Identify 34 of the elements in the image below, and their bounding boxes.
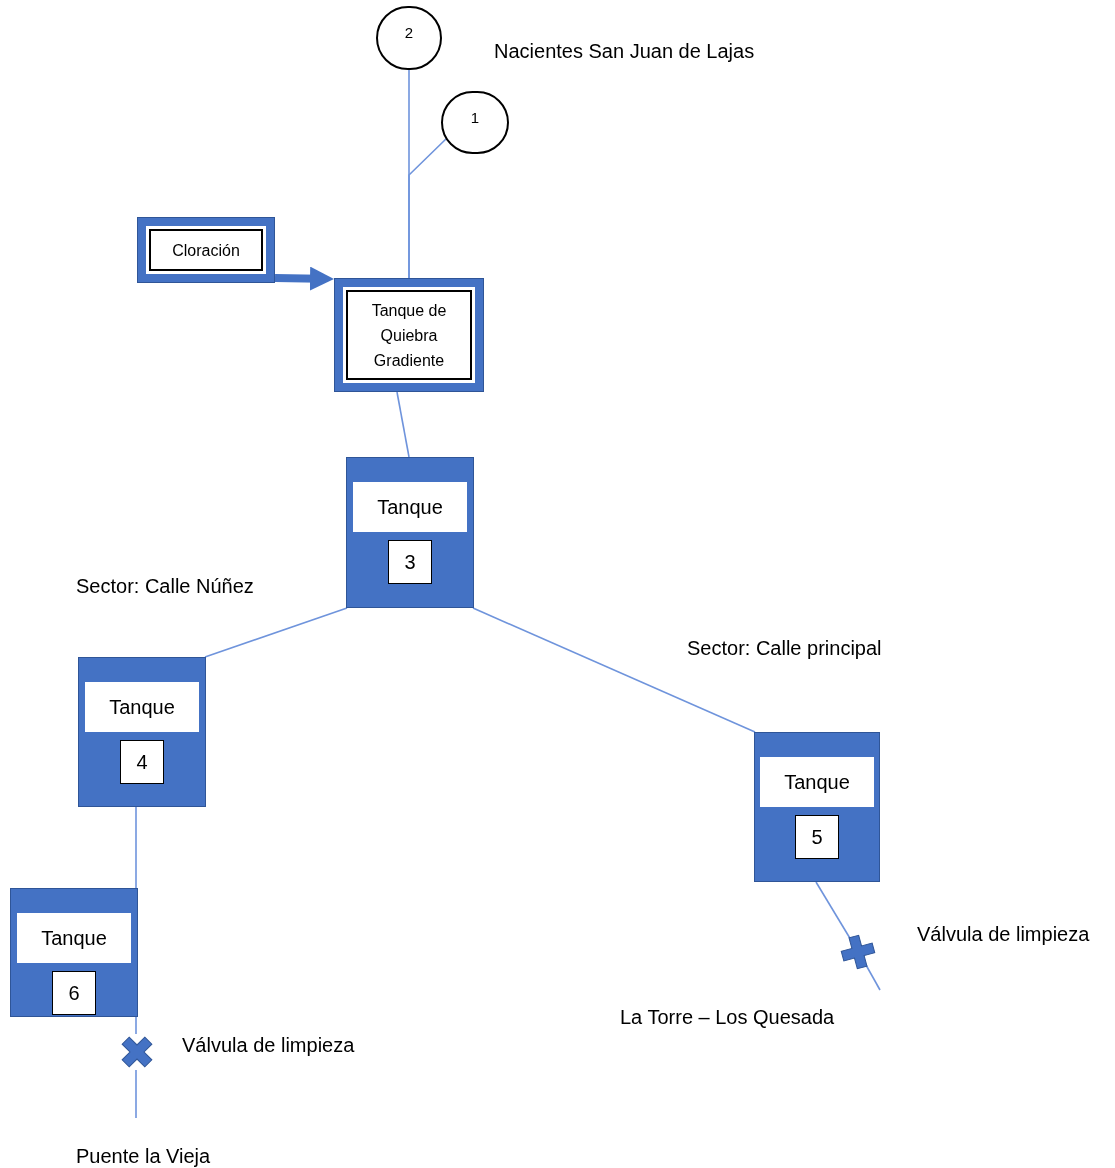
process-box xyxy=(334,278,484,392)
tank-label: Tanque xyxy=(760,757,874,807)
place-label: La Torre – Los Quesada xyxy=(620,1005,835,1030)
pipe-line xyxy=(135,806,137,889)
valve-caption: Válvula de limpieza xyxy=(182,1033,355,1058)
pipe-line xyxy=(204,607,348,658)
valve-caption: Válvula de limpieza xyxy=(917,922,1090,947)
pipe-line xyxy=(865,964,881,991)
place-label: Sector: Calle Núñez xyxy=(76,574,254,599)
place-label: Sector: Calle principal xyxy=(687,636,882,661)
tank-number: 6 xyxy=(52,971,96,1015)
tank-label: Tanque xyxy=(17,913,131,963)
tank-number: 4 xyxy=(120,740,164,784)
pipe-line xyxy=(135,1016,137,1035)
tank-box xyxy=(346,457,474,608)
valve-cross-icon xyxy=(119,1034,155,1070)
tank-label: Tanque xyxy=(85,682,199,732)
tank-label: Tanque xyxy=(353,482,467,532)
pipe-line xyxy=(135,1069,137,1119)
tank-box xyxy=(10,888,138,1017)
arrow xyxy=(274,266,334,291)
tank-number: 5 xyxy=(795,815,839,859)
box-label: Tanque de Quiebra Gradiente xyxy=(346,290,472,380)
tank-number: 3 xyxy=(388,540,432,584)
tank-box xyxy=(754,732,880,882)
process-box xyxy=(137,217,275,283)
tank-box xyxy=(78,657,206,807)
place-label: Puente la Vieja xyxy=(76,1144,211,1168)
pipe-line xyxy=(408,137,448,279)
pipe-line xyxy=(396,391,410,458)
place-label: Nacientes San Juan de Lajas xyxy=(494,39,755,64)
pipe-line xyxy=(472,607,756,733)
valve-cross-icon xyxy=(840,934,876,970)
box-label: Cloración xyxy=(149,229,263,271)
